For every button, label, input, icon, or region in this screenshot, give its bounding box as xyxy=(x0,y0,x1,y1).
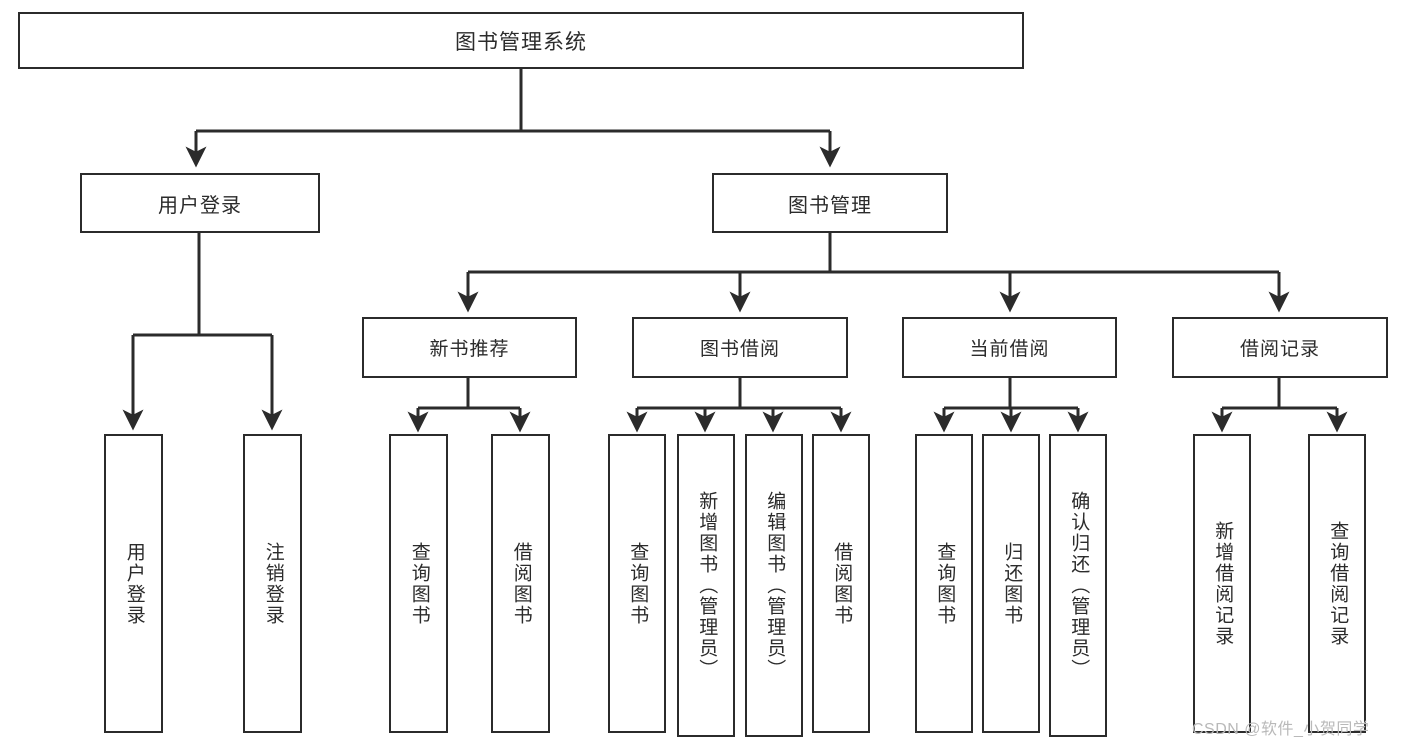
node-root-system[interactable]: 图书管理系统 xyxy=(18,12,1024,69)
node-leaf-user-login-label: 用户登录 xyxy=(123,541,145,626)
node-leaf-query-book-2[interactable]: 查询图书 xyxy=(608,434,666,733)
node-leaf-borrow-book-2[interactable]: 借阅图书 xyxy=(812,434,870,733)
node-leaf-query-book-3[interactable]: 查询图书 xyxy=(915,434,973,733)
node-leaf-add-book-label: 新增图书（管理员） xyxy=(696,491,718,680)
node-leaf-query-record-label: 查询借阅记录 xyxy=(1327,520,1349,647)
node-borrow-record-label: 借阅记录 xyxy=(1239,339,1320,360)
node-leaf-confirm-return[interactable]: 确认归还（管理员） xyxy=(1049,434,1107,737)
node-leaf-user-logout-label: 注销登录 xyxy=(262,541,284,626)
node-book-manage-label: 图书管理 xyxy=(788,194,872,217)
node-book-manage[interactable]: 图书管理 xyxy=(712,173,948,233)
node-new-book-recommend[interactable]: 新书推荐 xyxy=(362,317,577,378)
node-leaf-user-login[interactable]: 用户登录 xyxy=(104,434,163,733)
node-borrow-record[interactable]: 借阅记录 xyxy=(1172,317,1388,378)
node-current-borrow-label: 当前借阅 xyxy=(969,339,1050,360)
node-new-book-recommend-label: 新书推荐 xyxy=(429,339,510,360)
node-user-login[interactable]: 用户登录 xyxy=(80,173,320,233)
node-book-borrow-label: 图书借阅 xyxy=(699,339,780,360)
node-leaf-borrow-book-2-label: 借阅图书 xyxy=(831,541,853,626)
node-leaf-query-book-1[interactable]: 查询图书 xyxy=(389,434,448,733)
node-current-borrow[interactable]: 当前借阅 xyxy=(902,317,1117,378)
node-leaf-query-book-2-label: 查询图书 xyxy=(627,541,649,626)
node-leaf-confirm-return-label: 确认归还（管理员） xyxy=(1068,491,1090,680)
node-leaf-query-book-1-label: 查询图书 xyxy=(408,541,430,626)
node-leaf-add-record-label: 新增借阅记录 xyxy=(1212,520,1234,647)
node-leaf-return-book-label: 归还图书 xyxy=(1001,541,1023,626)
node-book-borrow[interactable]: 图书借阅 xyxy=(632,317,848,378)
node-leaf-query-book-3-label: 查询图书 xyxy=(934,541,956,626)
node-leaf-query-record[interactable]: 查询借阅记录 xyxy=(1308,434,1366,733)
node-user-login-label: 用户登录 xyxy=(158,194,242,217)
csdn-watermark: CSDN @软件_小贺同学 xyxy=(1192,721,1370,738)
node-leaf-user-logout[interactable]: 注销登录 xyxy=(243,434,302,733)
node-leaf-edit-book[interactable]: 编辑图书（管理员） xyxy=(745,434,803,737)
node-leaf-borrow-book-1-label: 借阅图书 xyxy=(510,541,532,626)
node-leaf-edit-book-label: 编辑图书（管理员） xyxy=(764,491,786,680)
node-leaf-add-record[interactable]: 新增借阅记录 xyxy=(1193,434,1251,733)
node-leaf-return-book[interactable]: 归还图书 xyxy=(982,434,1040,733)
node-leaf-add-book[interactable]: 新增图书（管理员） xyxy=(677,434,735,737)
node-leaf-borrow-book-1[interactable]: 借阅图书 xyxy=(491,434,550,733)
node-root-system-label: 图书管理系统 xyxy=(455,30,587,54)
